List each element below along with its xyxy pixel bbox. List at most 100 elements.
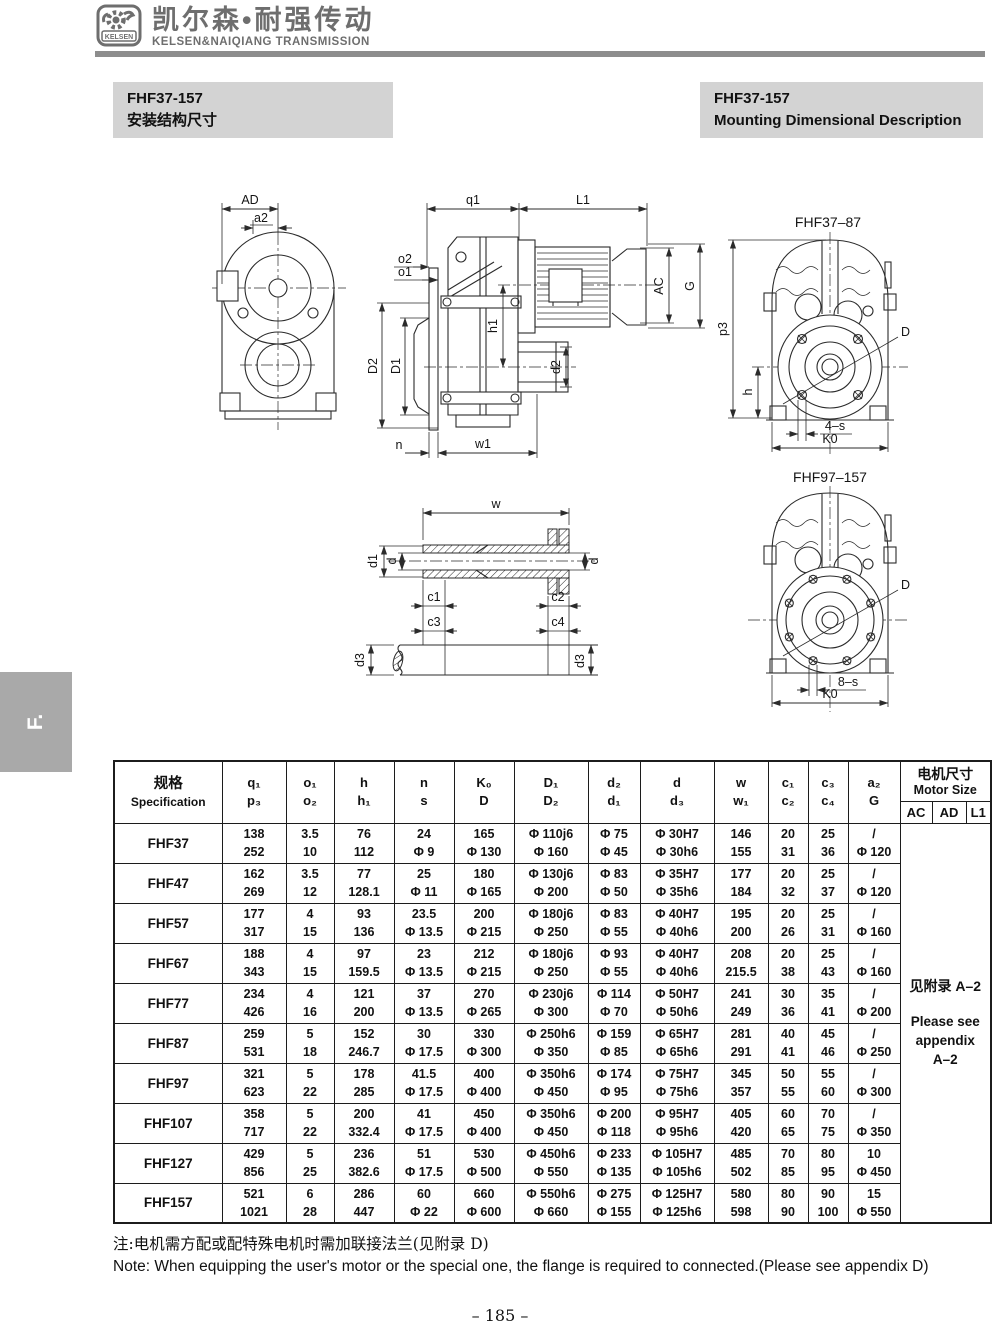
dim-label-d2: d2: [549, 360, 563, 374]
dim-label-a2: a2: [254, 211, 268, 225]
drawing-side-view: q1 L1 o2 o1 D2 D1 h1 d2 AC: [366, 193, 705, 458]
dim-label-p3: p3: [716, 322, 730, 336]
dim-label-D2: D2: [366, 358, 380, 374]
dim-label-K0: K0: [822, 687, 837, 701]
title-block-cn: FHF37-157 安装结构尺寸: [113, 82, 393, 138]
value-cell: /Φ 160: [847, 942, 901, 984]
drawing-title-fhf37-87: FHF37–87: [795, 214, 861, 230]
drawing-shaft-section: w d1 d d c1: [353, 497, 601, 676]
title-caption-cn: 安装结构尺寸: [127, 112, 218, 129]
brand-text: 凯尔森•耐强传动 KELSEN&NAIQIANG TRANSMISSION: [152, 5, 374, 49]
dim-label-AC: AC: [652, 277, 666, 294]
drawing-flange-view-4bolt: FHF37–87: [716, 214, 910, 456]
title-block-en: FHF37-157 Mounting Dimensional Descripti…: [700, 82, 983, 138]
dim-label-L1: L1: [576, 193, 590, 207]
spec-cell: FHF77: [113, 982, 223, 1024]
dim-label-d1: d1: [366, 554, 380, 568]
dim-label-c1: c1: [427, 590, 440, 604]
value-cell: /Φ 300: [847, 1062, 901, 1104]
spec-cell: FHF127: [113, 1142, 223, 1184]
dim-label-h1: h1: [486, 319, 500, 333]
dim-label-8s: 8–s: [838, 675, 858, 689]
value-cell: /Φ 200: [847, 982, 901, 1024]
dim-label-c2: c2: [551, 590, 564, 604]
value-cell: /Φ 350: [847, 1102, 901, 1144]
note-en: Note: When equipping the user's motor or…: [113, 1258, 929, 1275]
value-cell: /Φ 120: [847, 822, 901, 864]
spec-cell: FHF87: [113, 1022, 223, 1064]
value-cell: /Φ 120: [847, 862, 901, 904]
dim-label-o1: o1: [398, 265, 412, 279]
dim-label-d-left: d: [385, 557, 399, 564]
spec-cell: FHF97: [113, 1062, 223, 1104]
dim-label-d-right: d: [587, 557, 601, 564]
dim-label-d3-right: d3: [573, 654, 587, 668]
technical-drawings: AD a2: [212, 193, 910, 712]
